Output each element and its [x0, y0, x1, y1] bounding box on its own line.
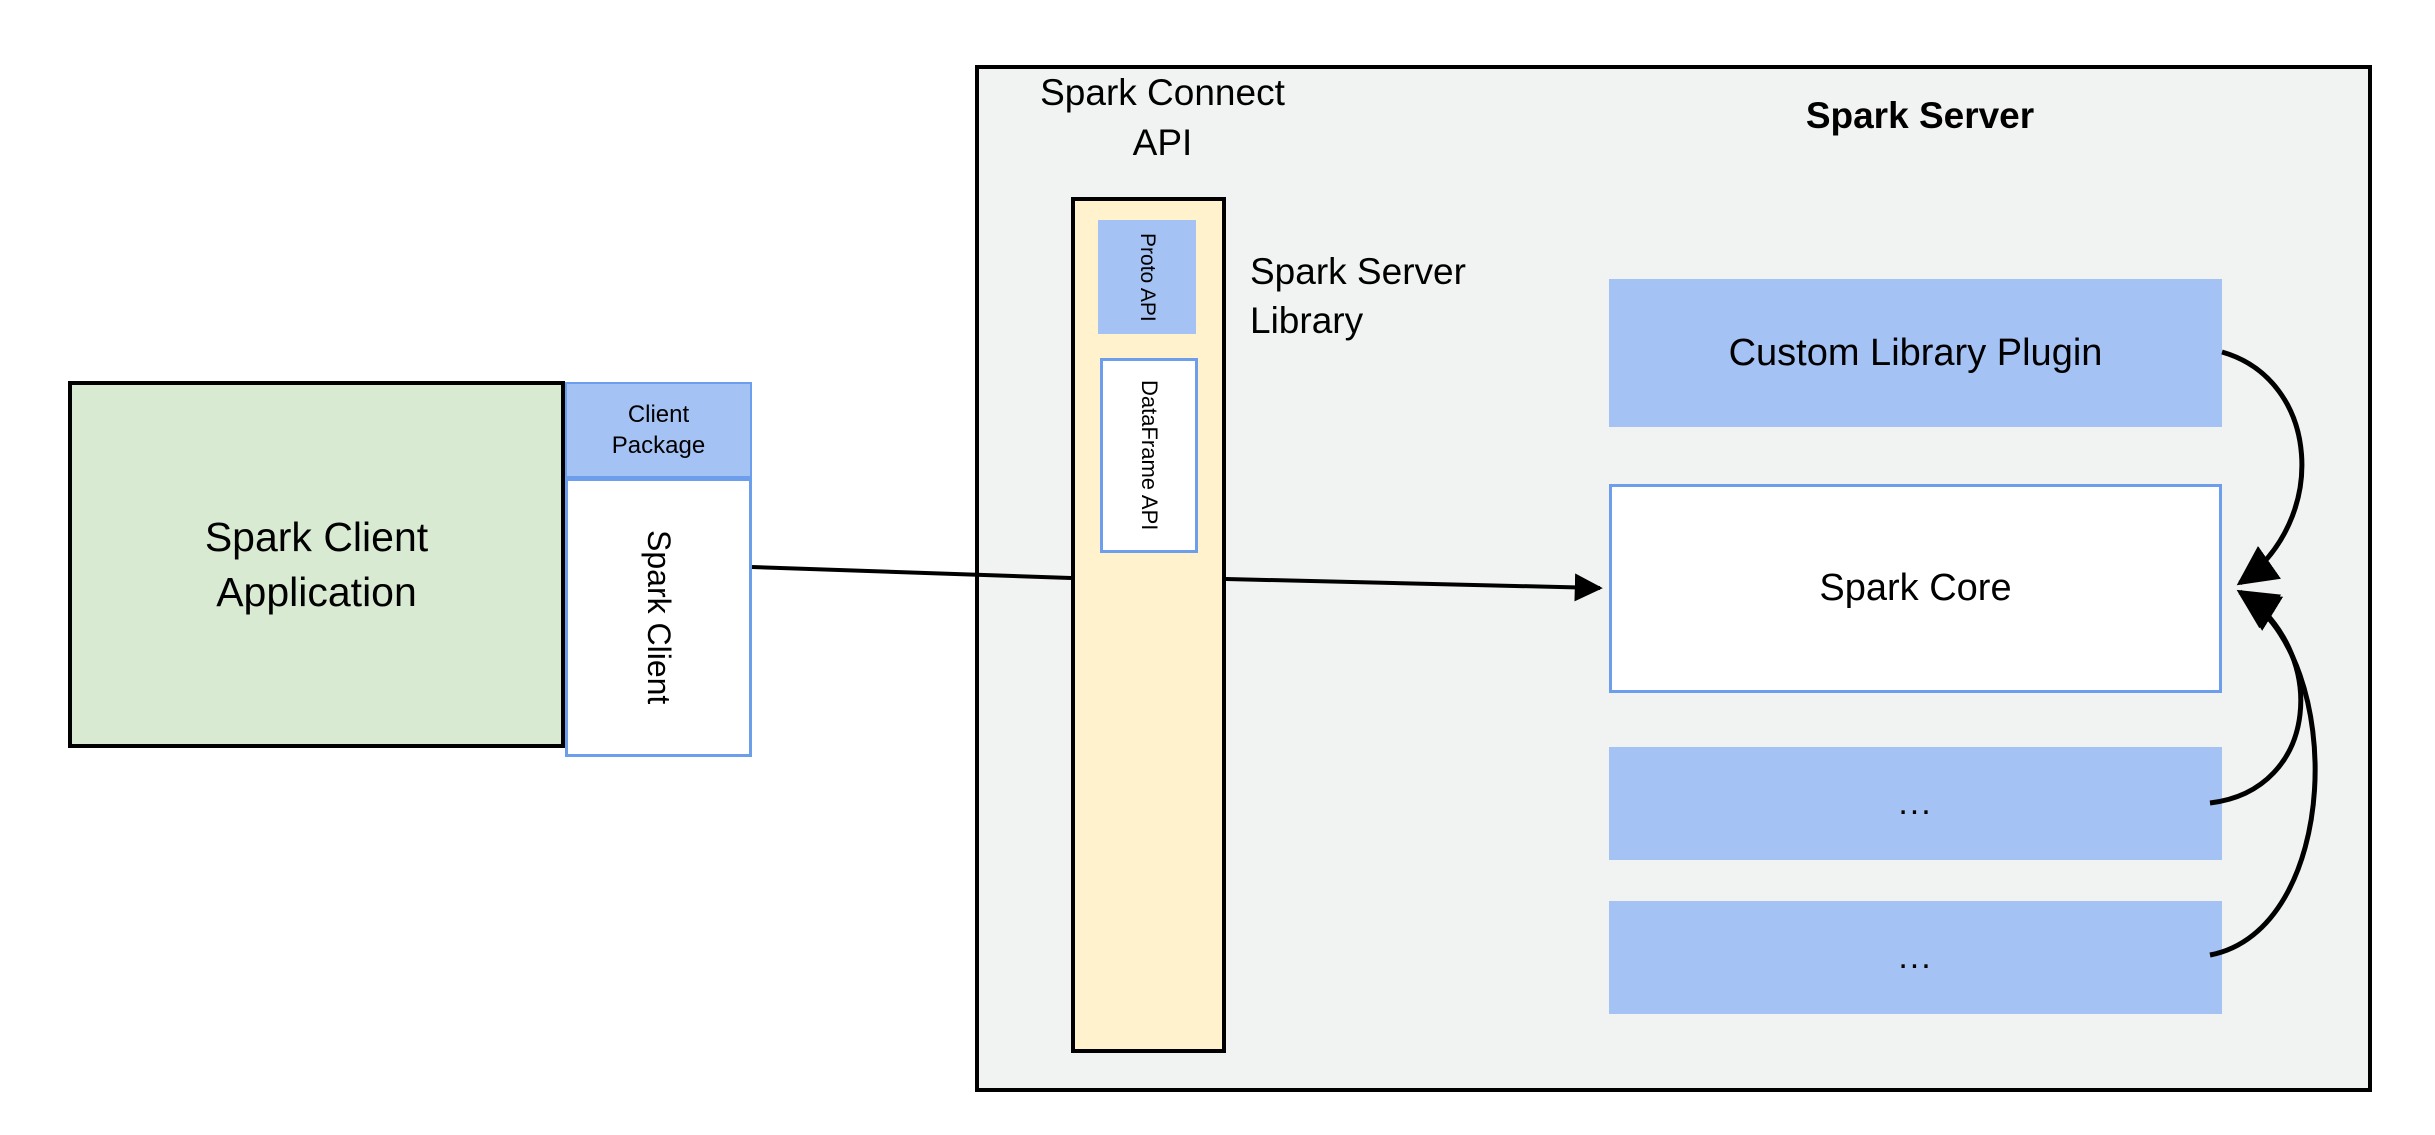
ellipsis-box-1[interactable]: ...: [1609, 747, 2222, 860]
dataframe-api-label: DataFrame API: [1137, 380, 1162, 531]
connect-api-label-line1: Spark Connect: [1040, 72, 1285, 113]
spark-connect-api-column: [1071, 197, 1226, 1053]
spark-connect-api-label: Spark Connect API: [1020, 68, 1305, 168]
spark-client-label: Spark Client: [641, 530, 677, 705]
client-package-label-line2: Package: [611, 432, 706, 459]
server-library-label-line1: Spark Server: [1250, 251, 1466, 292]
client-app-label-line2: Application: [216, 568, 417, 615]
spark-client-application-label: Spark Client Application: [205, 510, 428, 618]
client-package-label: Client Package: [612, 399, 705, 461]
connect-api-label-line2: API: [1132, 121, 1193, 163]
spark-core-label: Spark Core: [1819, 567, 2012, 609]
spark-server-library-label: Spark Server Library: [1250, 247, 1580, 345]
server-library-label-line2: Library: [1250, 300, 1364, 342]
spark-client-application-box[interactable]: Spark Client Application: [68, 381, 565, 748]
client-package-label-line1: Client: [627, 400, 690, 428]
proto-api-box[interactable]: Proto API: [1098, 220, 1196, 334]
proto-api-label: Proto API: [1136, 232, 1159, 322]
ellipsis-label-1: ...: [1898, 784, 1933, 822]
ellipsis-label-2: ...: [1898, 938, 1933, 976]
spark-server-title: Spark Server: [1805, 95, 2035, 136]
ellipsis-box-2[interactable]: ...: [1609, 901, 2222, 1014]
dataframe-api-box[interactable]: DataFrame API: [1100, 358, 1198, 553]
custom-library-plugin-box[interactable]: Custom Library Plugin: [1609, 279, 2222, 427]
client-package-box[interactable]: Client Package: [565, 382, 752, 478]
spark-core-box[interactable]: Spark Core: [1609, 484, 2222, 693]
custom-library-plugin-label: Custom Library Plugin: [1728, 331, 2103, 374]
spark-client-box[interactable]: Spark Client: [565, 478, 752, 757]
client-app-label-line1: Spark Client: [204, 514, 429, 561]
